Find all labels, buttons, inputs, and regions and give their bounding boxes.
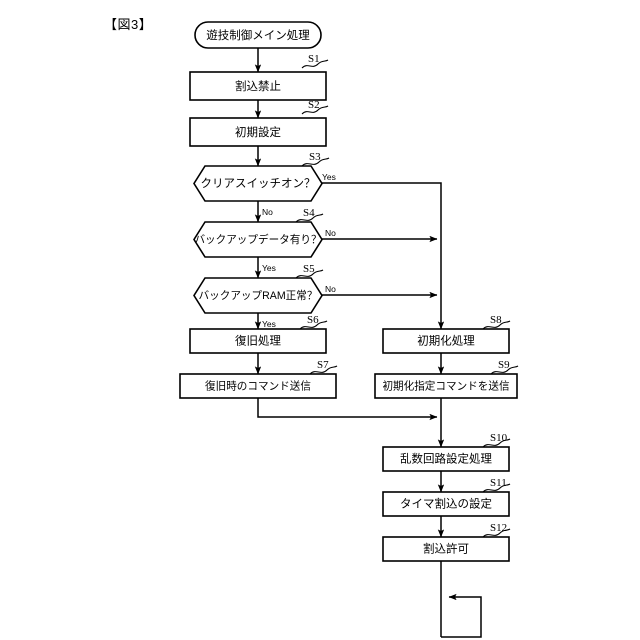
node-s5[interactable]: バックアップRAM正常？ — [193, 277, 323, 314]
node-s8[interactable]: 初期化処理 — [382, 328, 510, 354]
branch-label-s3-yes: Yes — [322, 172, 336, 182]
branch-label-s4-yes: Yes — [262, 263, 276, 273]
branch-label-s5-no: No — [325, 284, 336, 294]
leader-s8 — [482, 320, 511, 330]
leader-s7 — [309, 365, 338, 375]
step-label-s1: S1 — [308, 53, 320, 65]
edge-loop-back — [441, 593, 482, 638]
node-start[interactable]: 遊技制御メイン処理 — [194, 21, 322, 49]
step-label-s3: S3 — [309, 151, 321, 163]
node-s5-label: バックアップRAM正常？ — [199, 289, 318, 302]
leader-s6 — [299, 320, 328, 330]
step-label-s12: S12 — [490, 522, 507, 534]
step-label-s7: S7 — [317, 359, 329, 371]
node-s4[interactable]: バックアップデータ有り？ — [193, 221, 323, 258]
node-s6[interactable]: 復旧処理 — [189, 328, 327, 354]
node-s3[interactable]: クリアスイッチオン？ — [193, 165, 323, 202]
node-s8-label: 初期化処理 — [417, 334, 475, 348]
branch-label-s3-no: No — [262, 207, 273, 217]
leader-s12 — [482, 528, 511, 538]
node-s2-label: 初期設定 — [235, 125, 281, 139]
node-s12-label: 割込許可 — [423, 542, 469, 556]
step-label-s9: S9 — [498, 359, 510, 371]
leader-s4 — [295, 213, 324, 223]
node-s6-label: 復旧処理 — [235, 334, 281, 348]
edge-s7-to-rail — [257, 398, 438, 421]
branch-label-s5-yes: Yes — [262, 319, 276, 329]
node-s9-label: 初期化指定コマンドを送信 — [382, 379, 510, 392]
node-start-label: 遊技制御メイン処理 — [206, 28, 310, 42]
node-s7[interactable]: 復旧時のコマンド送信 — [179, 373, 337, 399]
node-s12[interactable]: 割込許可 — [382, 536, 510, 562]
node-s2[interactable]: 初期設定 — [189, 117, 327, 147]
leader-s2 — [301, 105, 329, 115]
leader-s5 — [295, 269, 324, 279]
edge-s3-yes-to-rail — [322, 182, 445, 330]
leader-s11 — [482, 483, 511, 493]
node-s3-label: クリアスイッチオン？ — [201, 177, 316, 190]
step-label-s4: S4 — [303, 207, 315, 219]
leader-s10 — [482, 438, 511, 448]
step-label-s8: S8 — [490, 314, 502, 326]
node-s4-label: バックアップデータ有り？ — [194, 233, 321, 246]
node-s9[interactable]: 初期化指定コマンドを送信 — [374, 373, 518, 399]
node-s7-label: 復旧時のコマンド送信 — [205, 379, 311, 392]
node-s10[interactable]: 乱数回路設定処理 — [382, 446, 510, 472]
branch-label-s4-no: No — [325, 228, 336, 238]
node-s11-label: タイマ割込の設定 — [400, 497, 492, 511]
node-s11[interactable]: タイマ割込の設定 — [382, 491, 510, 517]
step-label-s2: S2 — [308, 99, 320, 111]
node-s1[interactable]: 割込禁止 — [189, 71, 327, 101]
step-label-s5: S5 — [303, 263, 315, 275]
step-label-s10: S10 — [490, 432, 508, 444]
node-s1-label: 割込禁止 — [235, 79, 281, 93]
figure-number-label: 【図3】 — [104, 17, 153, 32]
leader-s9 — [490, 365, 519, 375]
leader-s1 — [301, 59, 329, 69]
node-s10-label: 乱数回路設定処理 — [400, 452, 492, 466]
step-label-s11: S11 — [490, 477, 507, 489]
leader-s3 — [301, 157, 330, 167]
step-label-s6: S6 — [307, 314, 319, 326]
